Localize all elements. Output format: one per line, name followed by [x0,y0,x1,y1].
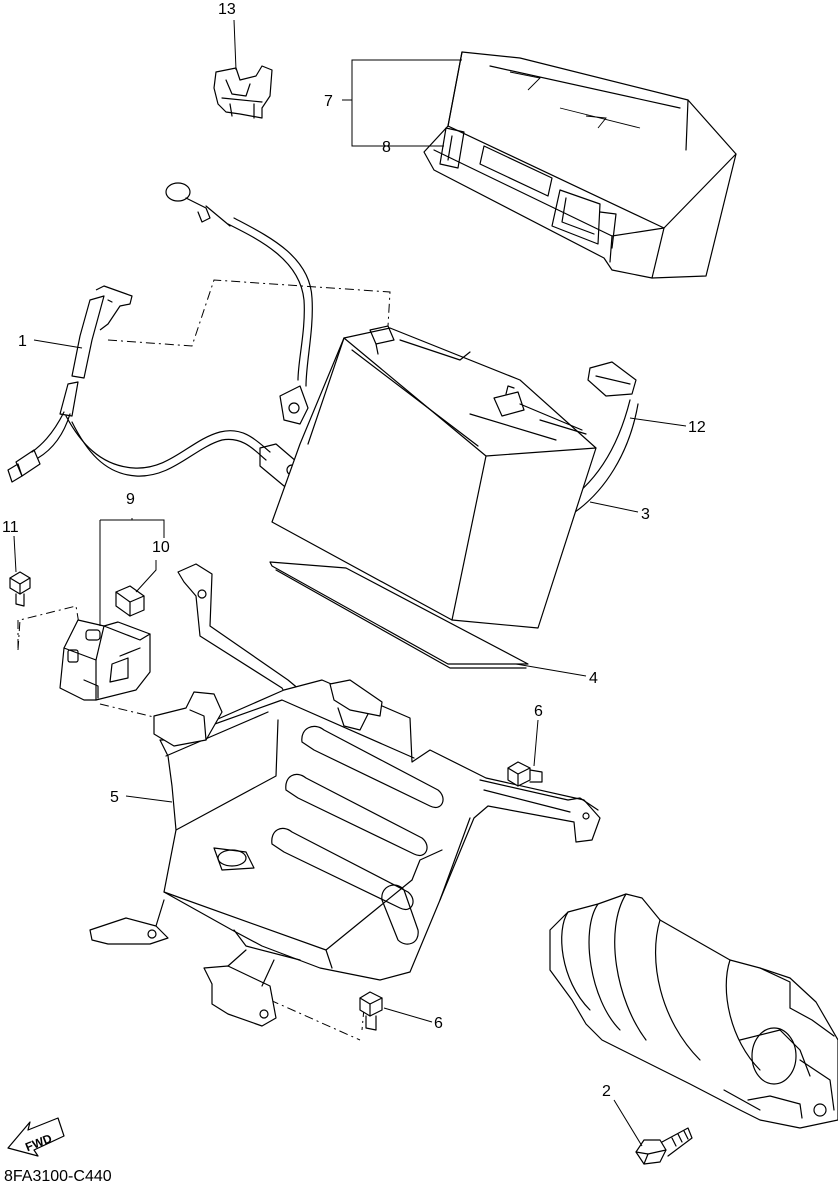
starter-motor [549,893,838,1129]
callout-1: 1 [18,333,27,350]
callout-11: 11 [2,519,19,536]
callout-6-upper: 6 [534,703,543,720]
part-7-battery-cover [423,51,737,279]
part-1-lead-wire [7,285,305,487]
figure-code: 8FA3100-C440 [4,1168,112,1183]
part-11-bolt [9,571,31,607]
part-6-bolt-lower [359,991,383,1031]
leader-lines [13,19,687,1147]
callout-numbers: 13 7 8 1 12 3 9 10 11 4 6 5 6 2 [2,1,706,1100]
callout-2: 2 [602,1083,611,1100]
callout-4: 4 [589,670,598,687]
callout-10: 10 [152,539,170,556]
part-3-battery [271,325,597,629]
part-6-bolt-upper [507,761,543,787]
part-2-bolt [635,1127,693,1165]
callout-3: 3 [641,506,650,523]
part-13-clip [213,65,273,119]
callout-12: 12 [688,419,706,436]
part-4-battery-pad [269,561,529,669]
part-9-starter-relay [59,619,151,701]
callout-8: 8 [382,139,391,156]
fwd-arrow-icon: FWD [7,1117,65,1157]
part-5-battery-box [89,563,601,1027]
callout-6-lower: 6 [434,1015,443,1032]
callout-9: 9 [126,491,135,508]
callout-5: 5 [110,789,119,806]
part-10-fuse [115,585,145,617]
callout-13: 13 [218,1,236,18]
callout-7: 7 [324,93,333,110]
